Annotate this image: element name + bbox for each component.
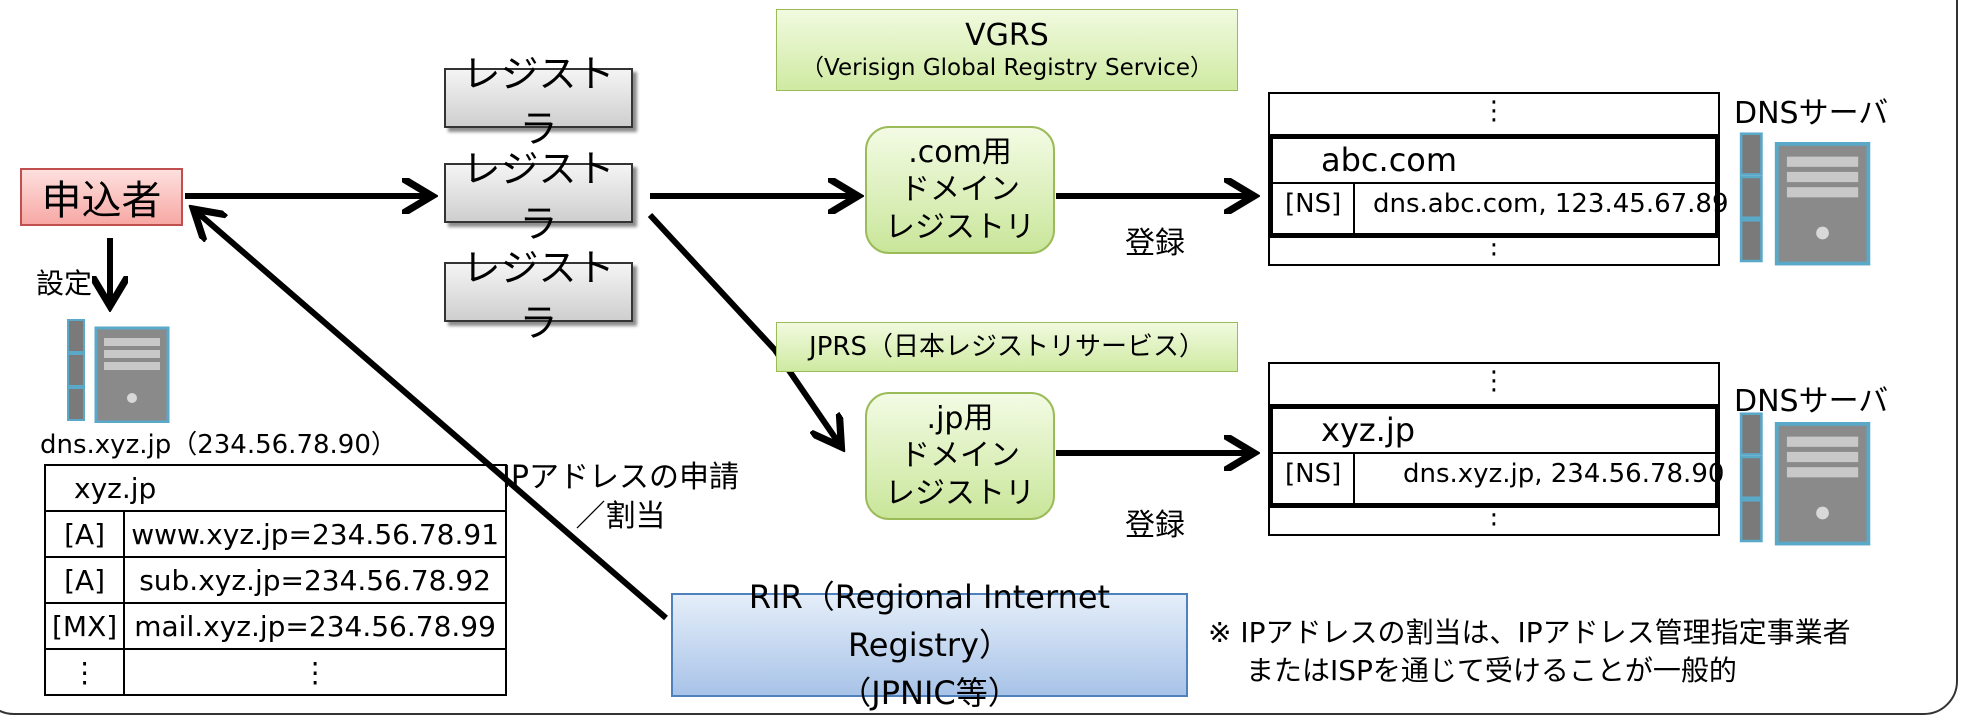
registry-line: レジストリ: [885, 475, 1035, 511]
zone-record-table: xyz.jp [A] www.xyz.jp=234.56.78.91 [A] s…: [43, 464, 508, 696]
table-row: [A] sub.xyz.jp=234.56.78.92: [43, 556, 508, 604]
divider: [1353, 182, 1355, 233]
ip-request-line: ／割当: [575, 499, 666, 534]
jp-dns-database: ⋮ xyz.jp [NS] dns.xyz.jp, 234.56.78.90 ⋮: [1268, 362, 1724, 536]
registrar-label: レジストラ: [462, 246, 615, 345]
arrow-registrar-to-jp-registry: [647, 212, 838, 442]
dns-record-block: abc.com [NS] dns.abc.com, 123.45.67.89: [1268, 134, 1729, 238]
ip-request-line: IPアドレスの申請: [502, 460, 739, 495]
record-type: ⋮: [43, 648, 126, 696]
registrar-box: レジストラ: [444, 147, 633, 246]
dns-record-block: xyz.jp [NS] dns.xyz.jp, 234.56.78.90: [1268, 404, 1724, 508]
record-type: [NS]: [1285, 189, 1342, 219]
zone-title: xyz.jp: [43, 464, 508, 512]
ellipsis: ⋮: [1481, 230, 1507, 260]
note-line: またはISPを通じて受けることが一般的: [1246, 653, 1737, 687]
dns-server-label: DNSサーバ: [1734, 96, 1889, 131]
registrar-label: レジストラ: [462, 52, 615, 151]
table-row: [A] www.xyz.jp=234.56.78.91: [43, 510, 508, 558]
com-dns-database: ⋮ abc.com [NS] dns.abc.com, 123.45.67.89…: [1268, 92, 1729, 266]
registry-line: .jp用: [926, 400, 994, 436]
rir-sub: （JPNIC等）: [839, 674, 1020, 712]
ip-request-label: IPアドレスの申請 ／割当: [502, 458, 739, 536]
registrar-box: レジストラ: [444, 246, 633, 345]
applicant-box: 申込者: [20, 168, 183, 226]
register-label: 登録: [1125, 226, 1185, 261]
vgrs-label: VGRS （Verisign Global Registry Service）: [776, 9, 1238, 91]
registry-line: ドメイン: [900, 438, 1020, 474]
record-type: [MX]: [43, 602, 126, 650]
arrow-rir-to-applicant: [198, 213, 668, 621]
registrar-label: レジストラ: [462, 147, 615, 246]
rir-name: RIR（Regional Internet Registry）: [748, 578, 1111, 664]
domain-name: xyz.jp: [1321, 411, 1416, 449]
ellipsis: ⋮: [1481, 96, 1507, 126]
table-row: [MX] mail.xyz.jp=234.56.78.99: [43, 602, 508, 650]
rir-box: RIR（Regional Internet Registry） （JPNIC等）: [671, 578, 1188, 712]
jprs-text: JPRS（日本レジストリサービス）: [809, 331, 1205, 362]
record-value: ⋮: [123, 648, 508, 696]
note-text: ※ IPアドレスの割当は、IPアドレス管理指定事業者 またはISPを通じて受ける…: [1208, 614, 1851, 690]
record-type: [A]: [43, 510, 126, 558]
registrar-box: レジストラ: [444, 52, 633, 151]
com-registry-box: .com用 ドメイン レジストリ: [865, 126, 1055, 254]
record-value: www.xyz.jp=234.56.78.91: [123, 510, 508, 558]
setting-label: 設定: [36, 267, 93, 300]
applicant-label: 申込者: [41, 178, 162, 224]
ellipsis: ⋮: [1481, 500, 1507, 530]
record-value: dns.abc.com, 123.45.67.89: [1373, 189, 1729, 219]
divider: [1273, 452, 1715, 454]
registry-line: レジストリ: [885, 209, 1035, 245]
divider: [1273, 182, 1715, 184]
record-value: sub.xyz.jp=234.56.78.92: [123, 556, 508, 604]
dns-server-icon: [1739, 412, 1871, 546]
domain-name: abc.com: [1321, 141, 1458, 179]
dns-server-icon: [67, 319, 170, 423]
vgrs-title: VGRS: [965, 17, 1049, 53]
vgrs-subtitle: （Verisign Global Registry Service）: [801, 55, 1213, 82]
record-type: [A]: [43, 556, 126, 604]
record-value: dns.xyz.jp, 234.56.78.90: [1403, 459, 1725, 489]
registry-line: .com用: [908, 134, 1012, 170]
jprs-label: JPRS（日本レジストリサービス）: [776, 322, 1238, 372]
own-dns-host-label: dns.xyz.jp（234.56.78.90）: [40, 430, 397, 460]
record-value: mail.xyz.jp=234.56.78.99: [123, 602, 508, 650]
table-row: xyz.jp: [43, 464, 508, 512]
registry-line: ドメイン: [900, 172, 1020, 208]
note-line: ※ IPアドレスの割当は、IPアドレス管理指定事業者: [1208, 616, 1851, 649]
jp-registry-box: .jp用 ドメイン レジストリ: [865, 392, 1055, 520]
table-row: ⋮ ⋮: [43, 648, 508, 696]
ellipsis: ⋮: [1481, 366, 1507, 396]
register-label: 登録: [1125, 508, 1185, 543]
dns-server-icon: [1739, 132, 1871, 266]
record-type: [NS]: [1285, 459, 1342, 489]
divider: [1353, 452, 1355, 503]
